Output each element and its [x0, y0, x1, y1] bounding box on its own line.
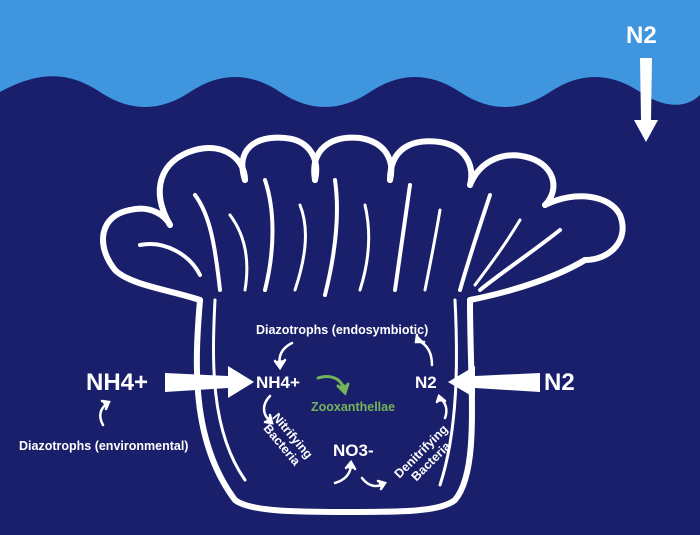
coral-outline — [100, 134, 626, 515]
diazotrophs-endosymbiotic-label: Diazotrophs (endosymbiotic) — [256, 323, 429, 337]
outside-n2-label: N2 — [544, 369, 575, 396]
outside-nh4-label: NH4+ — [86, 369, 149, 396]
cycle-arrows — [99, 333, 448, 491]
surface-n2-label: N2 — [626, 22, 657, 49]
inner-n2-label: N2 — [415, 373, 437, 392]
ocean-water — [0, 76, 700, 535]
inner-nh4-label: NH4+ — [256, 373, 300, 392]
diazotrophs-environmental-label: Diazotrophs (environmental) — [19, 439, 189, 453]
no3-label: NO3- — [333, 441, 374, 460]
nh4-inflow-arrow — [165, 366, 254, 398]
surface-n2-arrow — [634, 58, 658, 142]
n2-inflow-arrow — [448, 366, 540, 398]
zooxanthellae-label: Zooxanthellae — [311, 400, 396, 414]
flow-arrows — [165, 58, 658, 398]
arrow-nh4-to-zooxanthellae — [316, 374, 350, 396]
